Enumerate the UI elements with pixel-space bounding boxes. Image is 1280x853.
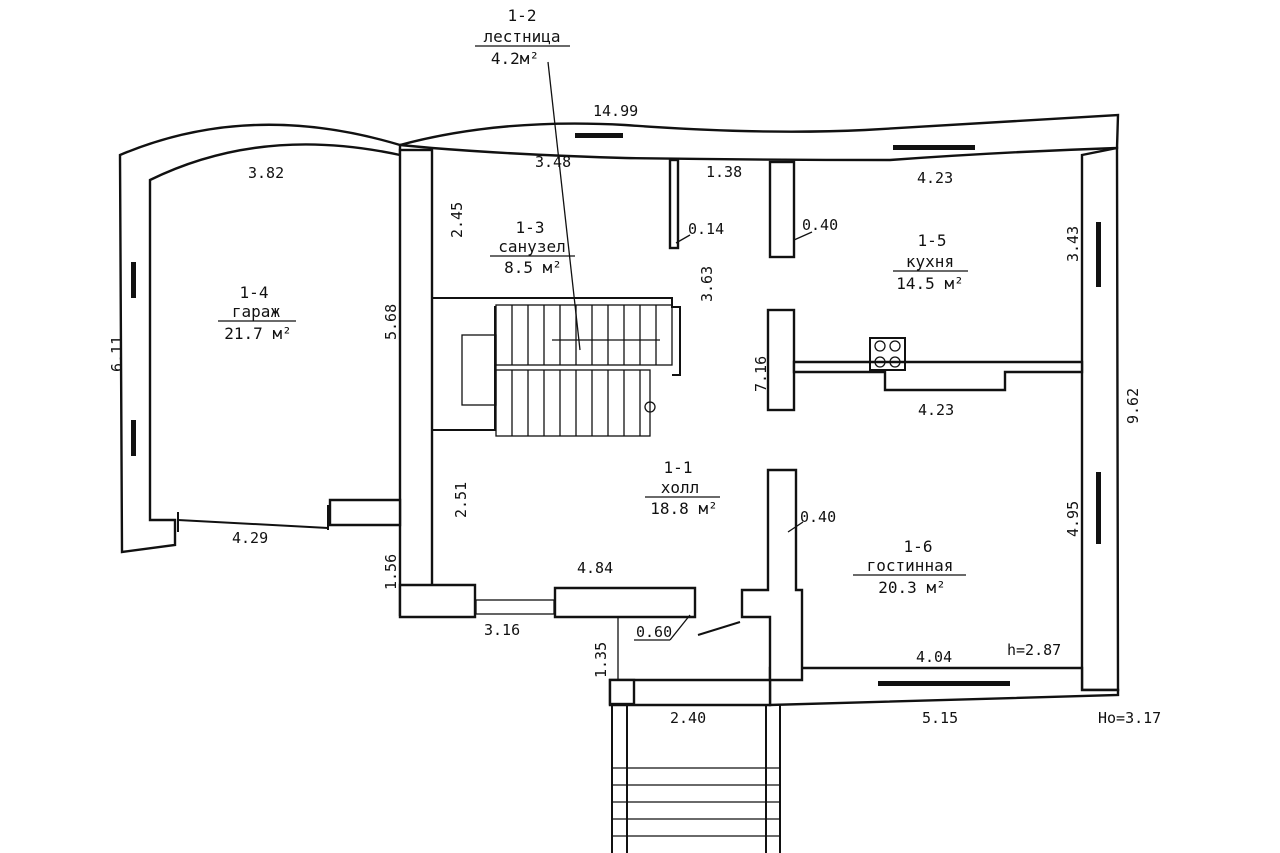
room-1-5-name: кухня [906,252,954,271]
bottom-window [878,681,1010,686]
stair-wall-left [432,306,496,431]
right-window-upper [1096,222,1101,287]
dim-partition-040-upper: 0.40 [802,216,838,234]
ceiling-height: h=2.87 [1007,641,1061,659]
leader-060-tick [669,614,691,641]
top-window-right [893,145,975,150]
dim-bath-top: 3.48 [535,153,571,171]
dim-living-side: 4.95 [1064,501,1082,537]
dim-center-side: 7.16 [752,356,770,392]
dim-right-overall: 9.62 [1124,388,1142,424]
leader-014 [675,234,691,244]
garage-window-upper [131,262,136,298]
dim-porch-bottom: 2.40 [670,709,706,727]
room-1-4-area: 21.7 м² [224,324,291,343]
hall-bottom-right-wall [553,586,697,619]
top-wall [399,113,1120,162]
center-partition [766,308,796,412]
dim-kitchen-side: 3.43 [1064,226,1082,262]
kitchen-living-wall [792,360,1084,392]
leader-040-upper [793,231,813,241]
hall-bottom-wall [398,583,477,619]
room-1-5-id: 1-5 [918,231,947,250]
garage-door [177,519,329,529]
dim-kitchen-top: 4.23 [917,169,953,187]
garage-left-wall [118,123,402,554]
room-1-6-id: 1-6 [904,537,933,556]
stove-icon [869,337,906,371]
dim-bay-bottom: 3.16 [484,621,520,639]
dim-small-top: 1.38 [706,163,742,181]
bottom-living-wall [768,666,1120,707]
dim-entry-width: 0.60 [636,623,672,641]
hall-bay-window [475,599,555,615]
dim-garage-top: 3.82 [248,164,284,182]
stair-wall-top [432,297,681,376]
porch-steps [611,705,781,853]
bath-partition [668,158,680,250]
dim-hall-side: 2.51 [452,482,470,518]
porch-post [608,678,636,706]
top-window-left [575,133,623,138]
room-1-5-area: 14.5 м² [896,274,963,293]
leader-040-lower [787,521,804,533]
dim-bath-side: 2.45 [448,202,466,238]
dim-kitchen-bottom: 4.23 [918,401,954,419]
room-1-4-name: гараж [232,302,281,321]
right-window-lower [1096,472,1101,544]
stair-leader-line [547,61,581,351]
dim-garage-ext-side: 1.56 [382,554,400,590]
staircase [461,304,673,437]
room-1-6-area: 20.3 м² [878,578,945,597]
dim-partition-014: 0.14 [688,220,724,238]
dim-bottom-right: 5.15 [922,709,958,727]
room-1-2-area: 4.2м² [491,49,539,68]
living-partition [740,468,804,682]
floor-height: Ho=3.17 [1098,709,1161,727]
room-1-1-name: холл [661,478,700,497]
kitchen-partition-upper [768,160,796,259]
dim-hall-bottom: 4.84 [577,559,613,577]
dim-garage-side: 5.68 [382,304,400,340]
entry-door [697,621,741,636]
room-1-3-name: санузел [498,237,565,256]
dim-garage-left: 6.11 [108,336,126,372]
dim-porch-side: 1.35 [592,642,610,678]
dim-living-bottom: 4.04 [916,648,952,666]
dim-garage-bottom: 4.29 [232,529,268,547]
room-1-2-name: лестница [483,27,560,46]
garage-bottom-wall [328,498,402,527]
garage-window-lower [131,420,136,456]
room-1-1-area: 18.8 м² [650,499,717,518]
room-1-1-id: 1-1 [664,458,693,477]
room-1-6-name: гостинная [867,556,954,575]
room-1-3-area: 8.5 м² [504,258,562,277]
dim-partition-040-lower: 0.40 [800,508,836,526]
dim-stair-side: 3.63 [698,266,716,302]
room-1-3-id: 1-3 [516,218,545,237]
dim-top-overall: 14.99 [593,102,638,120]
garage-hall-wall [398,148,434,617]
room-1-2-id: 1-2 [508,6,537,25]
room-1-4-id: 1-4 [240,283,269,302]
